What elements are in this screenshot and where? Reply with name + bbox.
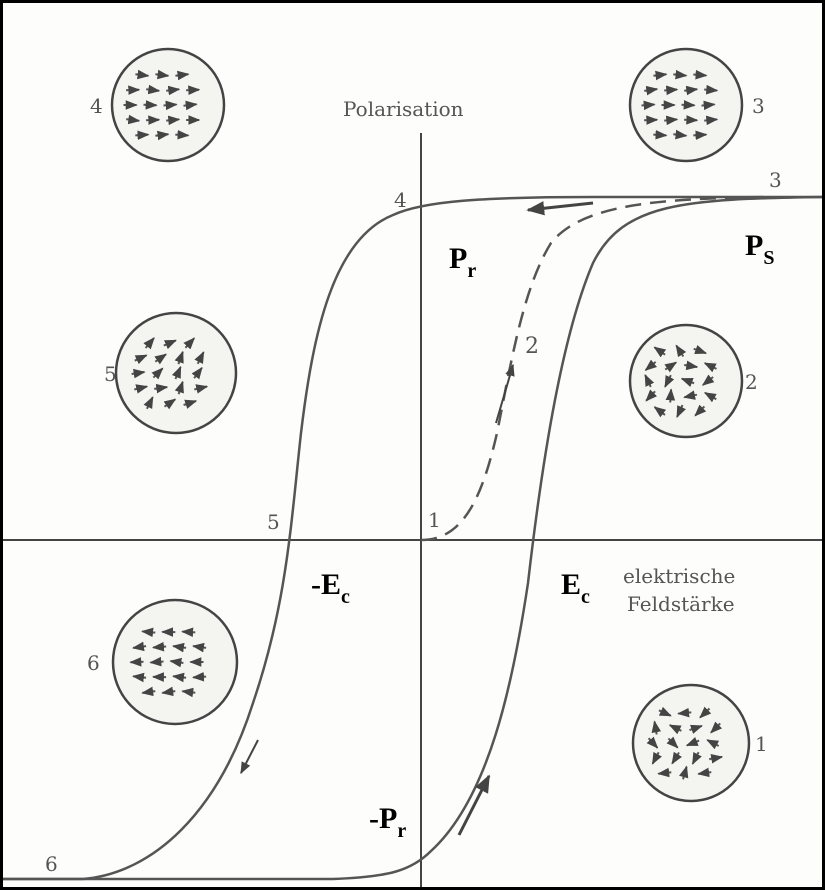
domain-arrow [182, 632, 195, 633]
symbol-neg-pr: -Pr [369, 802, 406, 842]
domain-label-3: 3 [752, 94, 765, 118]
point-label-3: 3 [769, 168, 782, 192]
arrow-right-up [459, 776, 489, 835]
symbol-ps: PS [745, 229, 774, 269]
point-label-1: 1 [428, 508, 441, 532]
domain-arrow [166, 119, 179, 120]
domain-arrow [693, 75, 706, 76]
domain-label-4: 4 [90, 94, 103, 118]
domain-arrow [678, 712, 691, 713]
x-axis-label-line1: elektrische [623, 564, 735, 588]
domain-arrow [704, 119, 717, 120]
domain-arrow [702, 104, 715, 105]
domain-arrow [184, 104, 197, 105]
domain-arrow [642, 105, 655, 106]
domain-arrow [682, 105, 695, 106]
x-axis-label-line2: Feldstärke [627, 592, 735, 616]
domain-label-2: 2 [745, 370, 758, 394]
domain-arrow [664, 90, 677, 91]
symbol-ec: Ec [561, 568, 590, 608]
domain-arrow [653, 74, 666, 75]
point-label-6: 6 [45, 852, 58, 876]
domain-arrow [175, 135, 188, 136]
domain-arrow [653, 135, 666, 136]
domain-arrow [193, 677, 206, 678]
domain-arrow [164, 105, 177, 106]
domain-label-5: 5 [104, 362, 117, 386]
domain-arrow [142, 631, 155, 632]
domain-arrow [186, 90, 199, 91]
domain-arrow [704, 90, 717, 91]
domain-1: 1 [633, 685, 768, 801]
domain-6: 6 [87, 600, 237, 724]
domain-4: 4 [90, 49, 224, 161]
domain-arrow [673, 134, 686, 135]
arrow-left-down [241, 740, 258, 773]
domain-arrow [151, 662, 164, 663]
domain-arrow [133, 676, 146, 677]
point-label-5: 5 [267, 510, 280, 534]
point-label-2: 2 [525, 334, 539, 359]
arrow-top [528, 203, 593, 210]
y-axis-label: Polarisation [343, 97, 464, 121]
domain-arrow [135, 135, 148, 136]
arrow-virgin [496, 365, 513, 423]
domain-label-1: 1 [755, 732, 768, 756]
domain-arrow [673, 74, 686, 75]
diagram-canvas: 1 2 3 4 5 6 Polarisation elektrische Fel… [3, 3, 822, 887]
symbol-pr: Pr [449, 242, 476, 282]
domain-arrow [166, 89, 179, 90]
domain-arrow [693, 135, 706, 136]
domain-label-6: 6 [87, 651, 100, 675]
domain-arrow [153, 647, 166, 648]
point-label-4: 4 [394, 188, 407, 212]
domain-arrow [670, 390, 671, 403]
domain-3: 3 [630, 49, 765, 161]
domain-arrow [664, 119, 677, 120]
domain-5: 5 [104, 313, 236, 433]
domain-2: 2 [630, 325, 758, 437]
symbol-neg-ec: -Ec [311, 568, 350, 608]
domain-arrow [658, 772, 671, 773]
